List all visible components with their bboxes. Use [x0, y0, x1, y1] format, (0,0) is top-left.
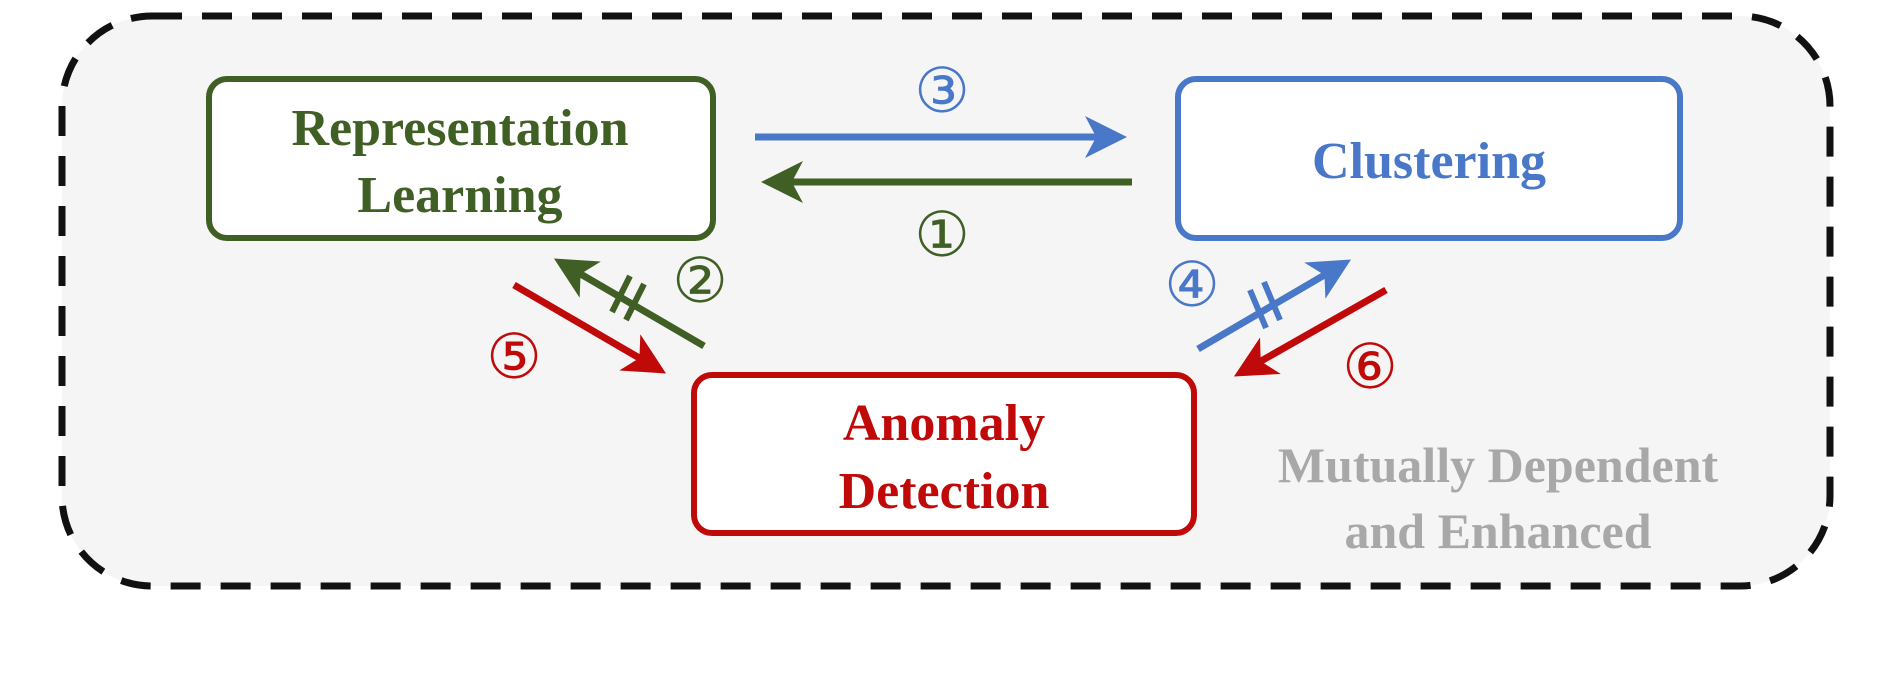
node-anomaly-line1: Anomaly [843, 395, 1045, 452]
step-5-label: ⑤ [486, 320, 542, 393]
arrow-5-representation-to-anomaly [512, 281, 667, 374]
node-representation-line1: Representation [291, 100, 628, 157]
node-anomaly-detection: Anomaly Detection [691, 372, 1197, 536]
arrow-6-clustering-to-anomaly [1233, 286, 1388, 377]
caption-line2: and Enhanced [1344, 503, 1651, 559]
node-representation-learning: Representation Learning [206, 76, 716, 241]
node-clustering: Clustering [1175, 76, 1683, 241]
step-4-label: ④ [1164, 248, 1220, 321]
step-6-label: ⑥ [1342, 330, 1398, 403]
caption-line1: Mutually Dependent [1278, 437, 1719, 493]
node-anomaly-line2: Detection [839, 463, 1050, 520]
step-2-label: ② [672, 244, 728, 317]
step-1-label: ① [914, 198, 970, 271]
arrow-4-stop-mark [1247, 280, 1283, 330]
node-representation-line2: Learning [357, 167, 562, 224]
step-3-label: ③ [914, 54, 970, 127]
arrow-2-stop-mark [609, 274, 647, 322]
node-clustering-label: Clustering [1312, 133, 1546, 190]
